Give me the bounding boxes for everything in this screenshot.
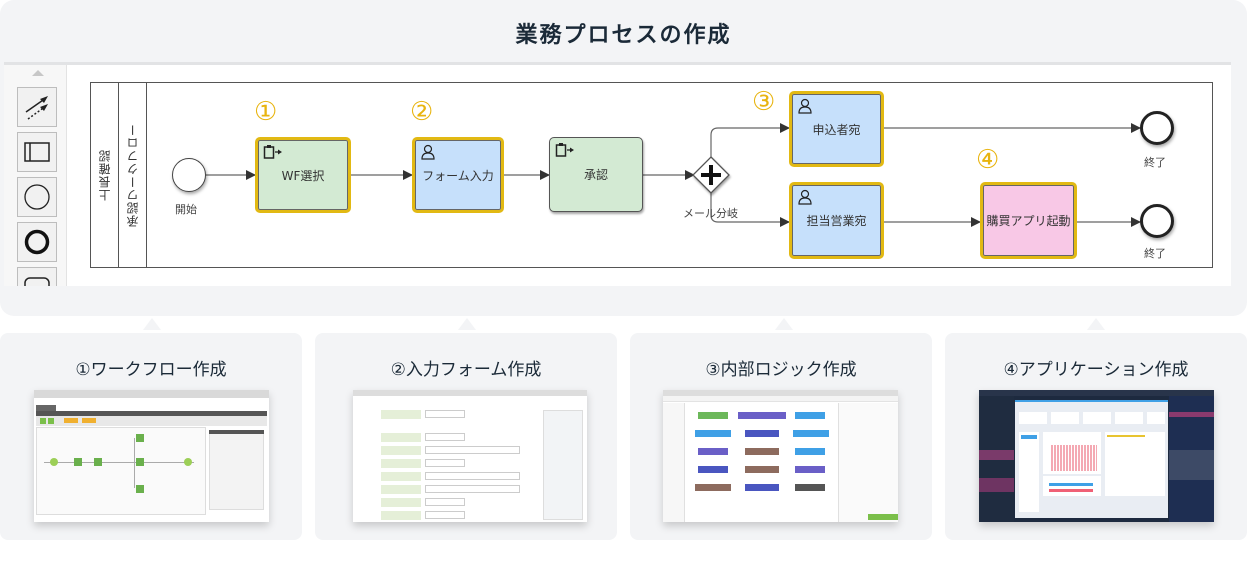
rounded-rect-icon — [24, 277, 50, 286]
pool-header: 上長確認 — [91, 83, 119, 267]
connector-arrows-icon — [25, 96, 48, 120]
end-event-label: 終了 — [1144, 247, 1166, 260]
user-icon — [798, 98, 812, 114]
end-event-tool[interactable] — [17, 222, 57, 262]
card-pointer-1 — [143, 318, 161, 330]
task-purchase-app[interactable]: 購買アプリ起動 — [980, 182, 1077, 259]
clipboard-arrow-icon — [263, 145, 282, 159]
start-event-label: 開始 — [175, 203, 197, 216]
card-title: ④アプリケーション作成 — [1003, 360, 1189, 380]
gateway-label: メール分岐 — [683, 207, 738, 220]
connector-tool[interactable] — [17, 87, 57, 127]
lane-tool[interactable] — [17, 132, 57, 172]
task-approve[interactable]: 承認 — [549, 137, 643, 212]
step-marker-4: ④ — [976, 145, 1000, 175]
card-title: ③内部ロジック作成 — [705, 360, 857, 380]
card-title: ②入力フォーム作成 — [390, 360, 542, 380]
app-builder-thumbnail — [979, 390, 1214, 522]
task-label: 承認 — [583, 168, 608, 182]
clipboard-arrow-icon — [555, 143, 574, 157]
step-marker-3: ③ — [752, 87, 776, 117]
task-label: 担当営業宛 — [806, 214, 867, 228]
flow-gateway-applicant[interactable] — [710, 123, 790, 158]
task-label: 申込者宛 — [812, 122, 861, 137]
task-wf-select[interactable]: WF選択 — [255, 137, 351, 213]
shape-palette — [4, 65, 67, 286]
parallel-gateway[interactable] — [692, 156, 730, 194]
step-marker-2: ② — [410, 97, 434, 127]
start-event-tool[interactable] — [17, 177, 57, 217]
sequence-flows — [205, 123, 1141, 227]
card-form[interactable]: ②入力フォーム作成 — [315, 333, 617, 540]
task-form-input[interactable]: フォーム入力 — [412, 137, 504, 213]
end-event-2[interactable] — [1140, 204, 1174, 238]
card-application[interactable]: ④アプリケーション作成 — [945, 333, 1247, 540]
lane-rectangle-icon — [24, 142, 50, 162]
scroll-up-icon[interactable] — [32, 70, 44, 76]
user-icon — [798, 189, 812, 205]
flow-gateway-sales[interactable] — [710, 192, 790, 227]
start-event[interactable] — [172, 158, 206, 192]
end-event-label: 終了 — [1144, 156, 1166, 169]
step-marker-1: ① — [254, 97, 278, 127]
task-label: フォーム入力 — [422, 168, 494, 183]
task-label: 購買アプリ起動 — [986, 214, 1071, 228]
logic-designer-thumbnail — [663, 390, 898, 522]
card-logic[interactable]: ③内部ロジック作成 — [630, 333, 932, 540]
task-to-applicant[interactable]: 申込者宛 — [789, 91, 884, 167]
lane-header: 承認ワークフロー — [119, 83, 147, 267]
card-pointer-3 — [775, 318, 793, 330]
card-title: ①ワークフロー作成 — [75, 360, 227, 380]
end-event-1[interactable] — [1140, 111, 1174, 145]
card-workflow[interactable]: ①ワークフロー作成 — [0, 333, 302, 540]
panel-title: 業務プロセスの作成 — [515, 23, 732, 48]
thin-circle-icon — [24, 184, 50, 210]
task-label: WF選択 — [281, 168, 325, 183]
form-designer-thumbnail — [353, 390, 587, 522]
task-to-sales[interactable]: 担当営業宛 — [789, 182, 884, 259]
user-icon — [421, 144, 435, 160]
workflow-editor-thumbnail — [34, 390, 269, 522]
thick-circle-icon — [24, 229, 50, 255]
card-pointer-4 — [1087, 318, 1105, 330]
card-pointer-2 — [458, 318, 476, 330]
task-tool[interactable] — [17, 267, 57, 286]
